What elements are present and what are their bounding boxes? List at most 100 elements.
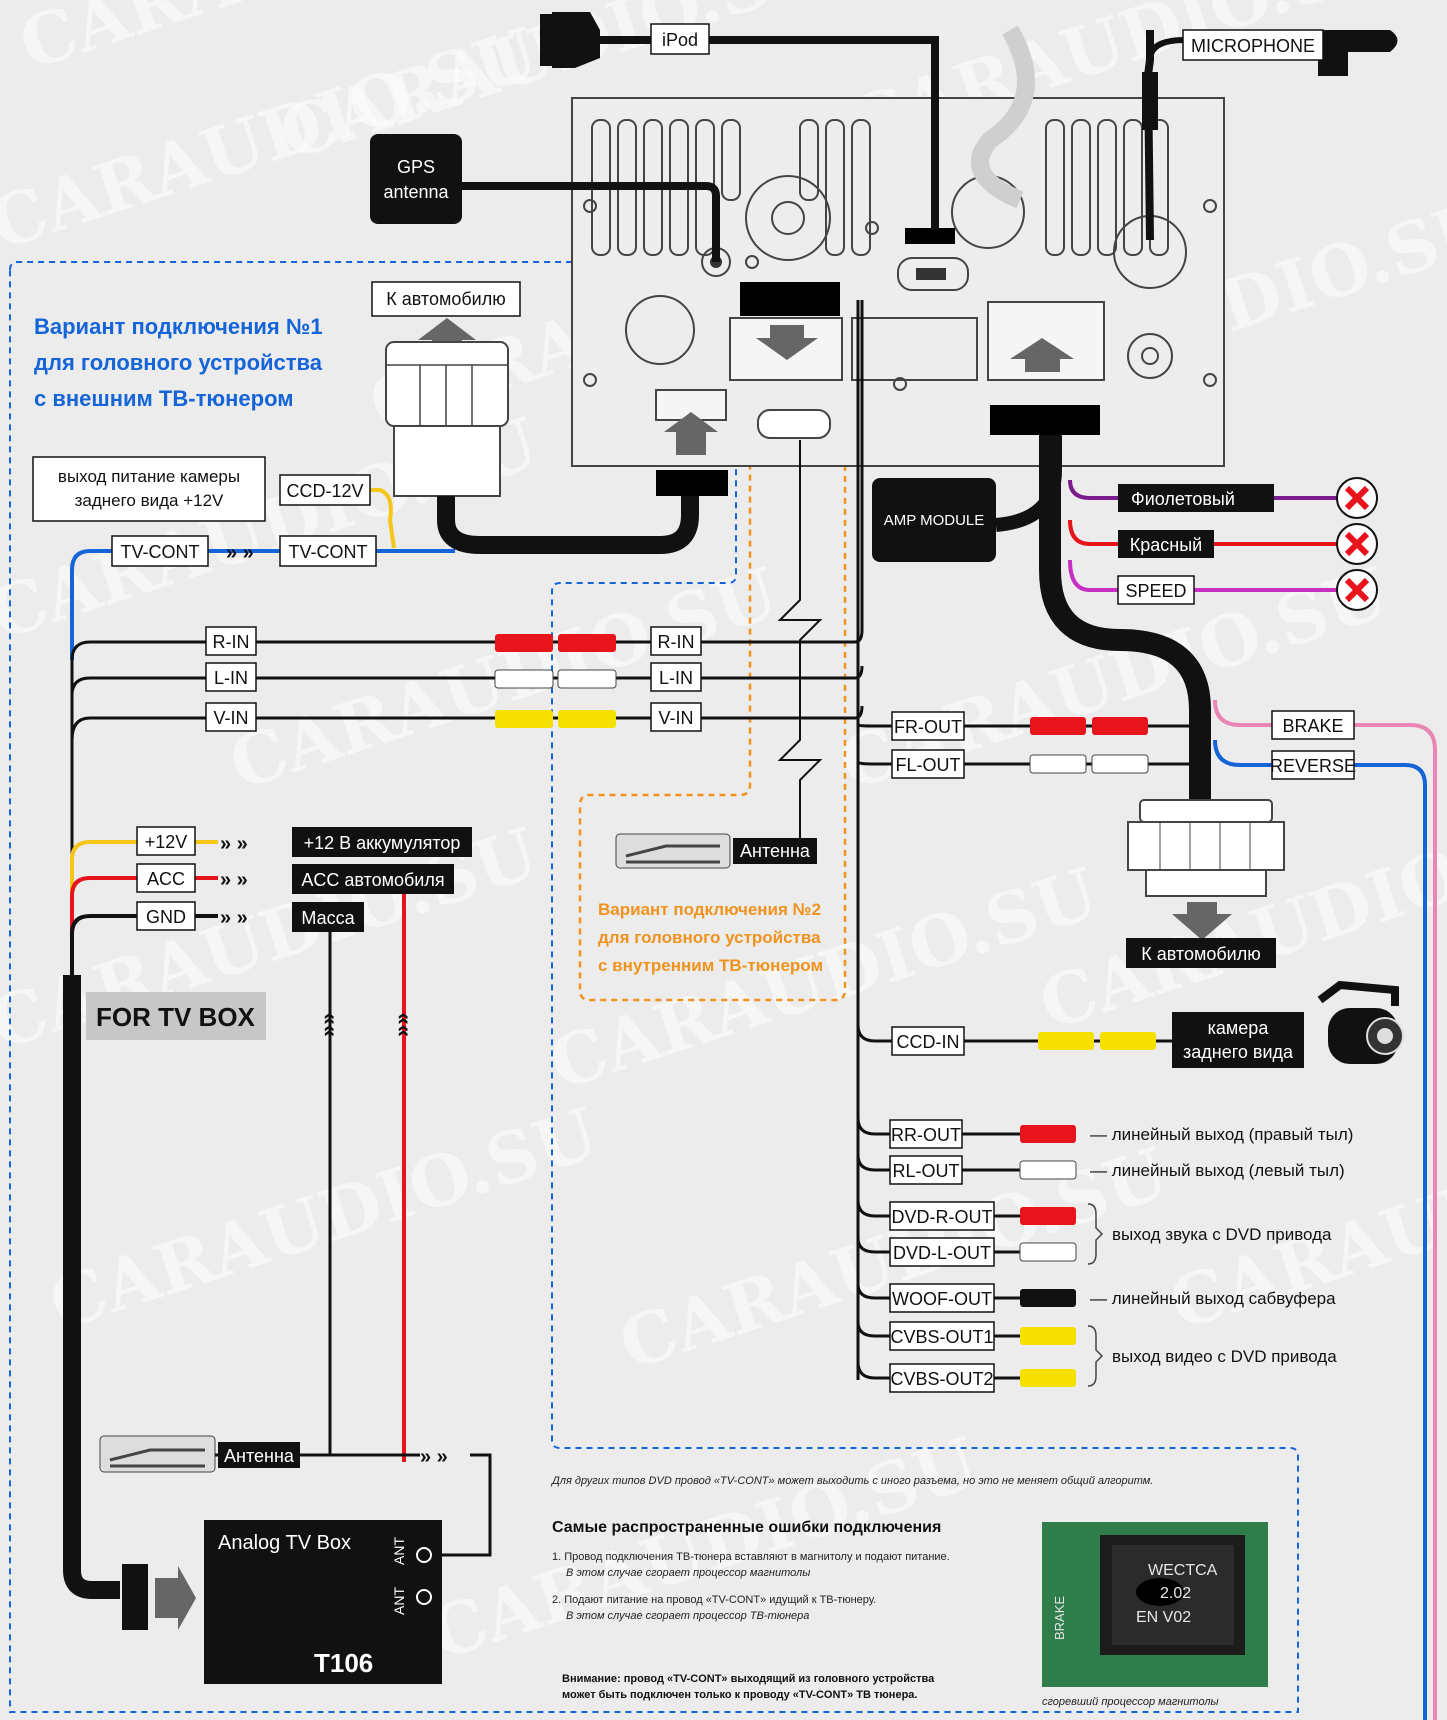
analog-tv-box: Analog TV Box T106 ANT ANT [122,1520,442,1684]
fl-out-box [891,749,965,779]
ant-label-1: ANT [391,1537,407,1565]
microphone-label: MICROPHONE [1191,36,1315,56]
brake-label: BRAKE [1282,716,1343,736]
connect-arrows-icon: » » [220,907,248,929]
acc-box [136,863,196,893]
brace-icon [1087,1325,1104,1387]
camera-power-line2: заднего вида +12V [75,491,224,510]
l-in-left-label: L-IN [214,668,248,688]
connect-arrows-icon: » » [226,542,254,564]
up-arrows-icon: »» [315,1013,340,1037]
battery-target-label: +12 В аккумулятор [304,833,461,853]
chip-caption: сгоревший процессор магнитолы [1042,1696,1219,1708]
antenna-mid-label-box [733,838,817,864]
ccd12v-label-box [279,474,371,506]
speed-wire [1068,559,1340,592]
r-in-right-label: R-IN [658,632,695,652]
speed-label: SPEED [1125,581,1186,601]
car-connector-top: К автомобилю [371,281,699,554]
variant1-title-line2: для головного устройства [34,350,323,375]
v-in-right-box [650,702,702,732]
fl-out-label: FL-OUT [896,755,961,775]
rl-out-label: RL-OUT [893,1161,960,1181]
chip-brake-text: BRAKE [1052,1596,1067,1640]
violet-wire [1068,479,1340,500]
to-car-bottom-label: К автомобилю [1141,944,1260,964]
speed-label-box [1117,575,1195,605]
for-tv-box-label: FOR TV BOX [96,1002,256,1032]
to-car-bottom-box [1126,938,1276,968]
cvbs-out2-label: CVBS-OUT2 [890,1369,993,1389]
ground-target-label: Масса [301,908,355,928]
red-wire [1068,519,1340,546]
error-1-sub: В этом случае сгорает процессор магнитол… [566,1567,810,1579]
tv-box-title: Analog TV Box [218,1532,351,1554]
tv-cont-right-box [279,535,377,567]
acc-target-box [292,864,454,894]
to-car-top-label: К автомобилю [386,289,505,309]
r-in-left-label: R-IN [213,632,250,652]
ccd-in-box [891,1026,965,1056]
rca-plug [1020,1327,1076,1345]
ipod-label-box [650,23,710,55]
output-wires [856,1117,1020,1380]
brake-wire [1213,699,1437,1720]
error-2-sub: В этом случае сгорает процессор ТВ-тюнер… [566,1610,809,1622]
rca-plug [1092,717,1148,735]
reverse-box [1271,750,1355,780]
power-wires [70,840,406,1462]
rca-plug [1020,1369,1076,1387]
red-label: Красный [1130,535,1202,555]
rr-out-desc: — линейный выход (правый тыл) [1090,1125,1353,1144]
brace-icon [1087,1203,1104,1265]
variant1-title-line1: Вариант подключения №1 [34,314,323,339]
antenna-left-label: Антенна [224,1446,295,1466]
warning-line2: может быть подключен только к проводу «T… [562,1689,917,1701]
note-other-dvd: Для других типов DVD провод «TV-CONT» мо… [550,1475,1153,1487]
rl-out-box [889,1155,963,1185]
camera-label-line1: камера [1208,1018,1270,1038]
ccd-in-wire [856,1024,1175,1043]
antenna-mid-label: Антенна [740,841,811,861]
rca-plug [1030,717,1086,735]
dvd-l-out-box [889,1237,995,1267]
cvbs-out1-label: CVBS-OUT1 [890,1327,993,1347]
gnd-label: GND [146,907,186,927]
v-in-right-label: V-IN [658,708,693,728]
watermark-text: CARAUDIO.SU [420,1421,988,1676]
antenna-mid [615,833,731,869]
fr-out-label: FR-OUT [894,717,962,737]
error-2: 2. Подают питание на провод «TV-CONT» ид… [552,1594,876,1606]
camera-power-line1: выход питание камеры [58,467,240,486]
woof-out-label: WOOF-OUT [892,1289,992,1309]
tv-box-model: T106 [314,1648,373,1678]
variant2-title-line2: для головного устройства [598,928,821,947]
variant2-title-line3: с внутренним ТВ-тюнером [598,956,823,975]
main-harness [1039,435,1211,800]
fr-out-box [891,711,965,741]
errors-title: Самые распространенные ошибки подключени… [552,1519,941,1536]
ccd12v-label: CCD-12V [286,481,363,501]
battery-target-box [292,827,472,857]
chip-text-3: EN V02 [1136,1609,1191,1626]
fl-out-wire [856,761,1195,766]
dvd-l-out-label: DVD-L-OUT [893,1243,991,1263]
antenna-cable [432,1453,492,1557]
camera-power-box [32,456,266,522]
rear-camera-icon [1317,980,1404,1064]
av-rca-plugs [494,634,617,728]
violet-label-box [1118,484,1274,512]
cvbs-out2-box [889,1363,995,1393]
rr-out-label: RR-OUT [891,1125,961,1145]
connect-arrows-icon: » » [420,1446,448,1468]
l-in-right-label: L-IN [659,668,693,688]
gps-label-line1: GPS [397,157,435,177]
ipod-label: iPod [662,30,698,50]
rca-plug [1100,1032,1156,1050]
acc-target-label: ACC автомобиля [301,870,444,890]
l-in-right-box [650,662,702,692]
not-connected-icon [1336,477,1378,519]
red-label-box [1118,530,1214,558]
camera-label-line2: заднего вида [1183,1042,1294,1062]
